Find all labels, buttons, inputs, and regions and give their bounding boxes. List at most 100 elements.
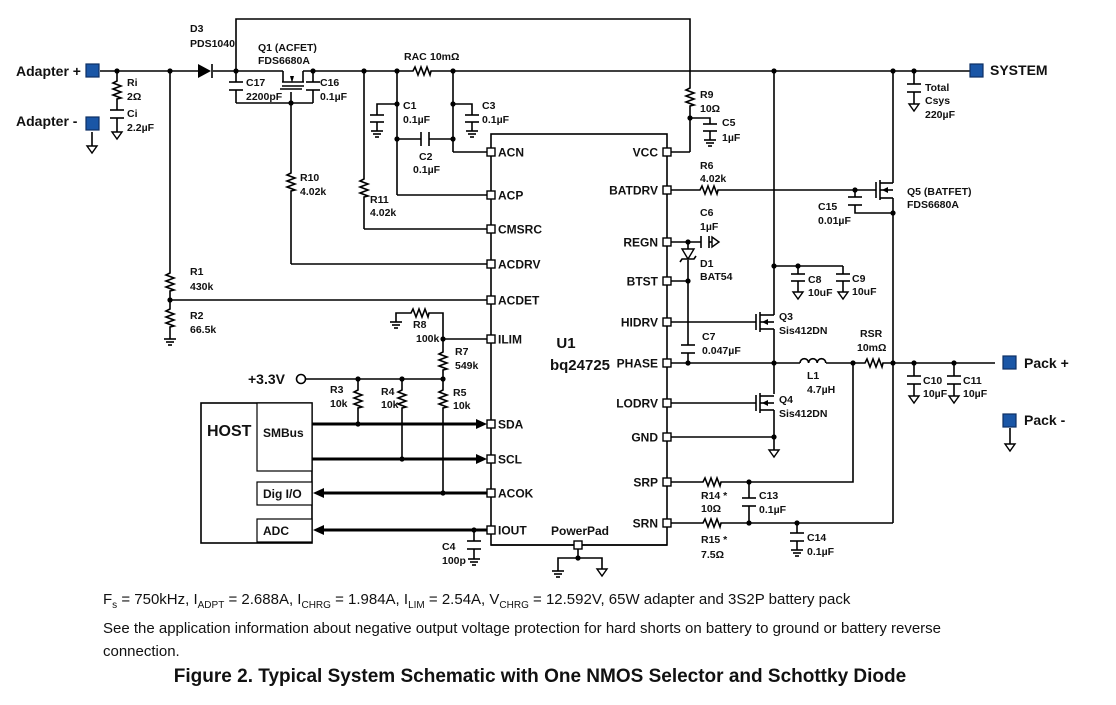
r6-ref: R6 (700, 160, 714, 172)
host-smbus-label: SMBus (263, 426, 304, 440)
d3-ref: D3 (190, 23, 204, 35)
c13-value: 0.1µF (759, 504, 787, 516)
q5-ref: Q5 (BATFET) (907, 186, 972, 198)
rsr-value: 10mΩ (857, 342, 886, 354)
c11-value: 10µF (963, 388, 988, 400)
pin-srn (662, 518, 672, 528)
c2-value: 0.1µF (413, 164, 441, 176)
pin-srp (662, 477, 672, 487)
c8-value: 10uF (808, 287, 833, 299)
condition-3: ILIM = 2.54A, (403, 591, 490, 611)
pin-label-acok: ACOK (498, 487, 534, 501)
c7-ref: C7 (702, 331, 716, 343)
ic-ref: U1 (556, 335, 575, 352)
terminals: Adapter + Adapter - SYSTEM Pack + Pack -… (16, 62, 1069, 428)
q5-value: FDS6680A (907, 199, 959, 211)
mosfet-q4-icon (755, 393, 774, 413)
c5-ref: C5 (722, 117, 736, 129)
r10-value: 4.02k (300, 186, 326, 198)
component-labels: D3 PDS1040 Q1 (ACFET) FDS6680A C17 2200p… (127, 23, 988, 567)
r8-ref: R8 (413, 319, 427, 331)
c5-value: 1µF (722, 132, 741, 144)
c17-value: 2200pF (246, 91, 283, 103)
c1-value: 0.1µF (403, 114, 431, 126)
pin-acdrv (486, 259, 496, 269)
c11-ref: C11 (963, 375, 982, 387)
pin-label-iout: IOUT (498, 524, 527, 538)
r15-value: 7.5Ω (701, 549, 724, 561)
pack-plus-label: Pack + (1024, 355, 1069, 371)
csys-value: 220µF (925, 109, 956, 121)
c7-value: 0.047µF (702, 345, 741, 357)
ic-part: bq24725 (550, 357, 610, 374)
diode-d1-icon (680, 248, 696, 261)
r9-value: 10Ω (700, 103, 720, 115)
r14-ref: R14 * (701, 490, 728, 502)
csys-ref2: Csys (925, 95, 950, 107)
pin-label-sda: SDA (498, 418, 524, 432)
r4-value: 10k (381, 399, 399, 411)
c10-ref: C10 (923, 375, 942, 387)
supply-label: +3.3V (248, 371, 286, 387)
q3-value: Sis412DN (779, 325, 827, 337)
pin-gnd (662, 432, 672, 442)
pin-hidrv (662, 317, 672, 327)
d1-ref: D1 (700, 258, 714, 270)
r8-value: 100k (416, 333, 440, 345)
r14-value: 10Ω (701, 503, 721, 515)
r1-value: 430k (190, 281, 214, 293)
ic-u1: ACNACPCMSRCACDRVACDETILIMSDASCLACOKIOUT … (486, 133, 672, 550)
r5-value: 10k (453, 400, 471, 412)
c17-ref: C17 (246, 77, 265, 89)
ri-value: 2Ω (127, 91, 141, 103)
c2-ref: C2 (419, 151, 433, 163)
supply-terminal-icon (295, 373, 307, 385)
pin-label-cmsrc: CMSRC (498, 223, 542, 237)
pin-acok (486, 488, 496, 498)
c3-ref: C3 (482, 100, 496, 112)
host-bus (312, 419, 487, 535)
pin-label-scl: SCL (498, 453, 522, 467)
l1-value: 4.7µH (807, 384, 835, 396)
l1-ref: L1 (807, 370, 819, 382)
q3-ref: Q3 (779, 311, 793, 323)
ci-ref: Ci (127, 108, 138, 120)
pin-label-acdet: ACDET (498, 294, 540, 308)
pin-label-srn: SRN (633, 517, 658, 531)
d1-value: BAT54 (700, 271, 733, 283)
mosfet-q1-icon (280, 71, 304, 90)
pin-label-acn: ACN (498, 146, 524, 160)
pin-label-btst: BTST (627, 275, 659, 289)
r2-value: 66.5k (190, 324, 216, 336)
c3-value: 0.1µF (482, 114, 510, 126)
adapter-minus-label: Adapter - (16, 113, 78, 129)
pin-lodrv (662, 398, 672, 408)
condition-1: IADPT = 2.688A, (193, 591, 298, 611)
r11-ref: R11 (370, 194, 389, 206)
c14-value: 0.1µF (807, 546, 835, 558)
r6-value: 4.02k (700, 173, 726, 185)
pin-acp (486, 190, 496, 200)
c4-value: 100p (442, 555, 466, 567)
protection-note: See the application information about ne… (103, 620, 942, 660)
pin-regn (662, 237, 672, 247)
c8-ref: C8 (808, 274, 822, 286)
pin-acdet (486, 295, 496, 305)
q4-ref: Q4 (779, 394, 793, 406)
rac-value: 10mΩ (430, 51, 459, 63)
component-symbols (86, 64, 1016, 578)
adapter-minus-terminal (85, 116, 100, 131)
r4-ref: R4 (381, 386, 395, 398)
c6-ref: C6 (700, 207, 714, 219)
powerpad-pin (573, 540, 583, 550)
c6-value: 1µF (700, 221, 719, 233)
r11-value: 4.02k (370, 207, 396, 219)
host-block: HOST SMBus Dig I/O ADC (200, 402, 313, 544)
pin-label-hidrv: HIDRV (621, 316, 658, 330)
r9-ref: R9 (700, 89, 714, 101)
c14-ref: C14 (807, 532, 826, 544)
c9-ref: C9 (852, 273, 866, 285)
figure-caption: Figure 2. Typical System Schematic with … (173, 666, 907, 687)
c15-value: 0.01µF (818, 215, 851, 227)
pin-iout (486, 525, 496, 535)
